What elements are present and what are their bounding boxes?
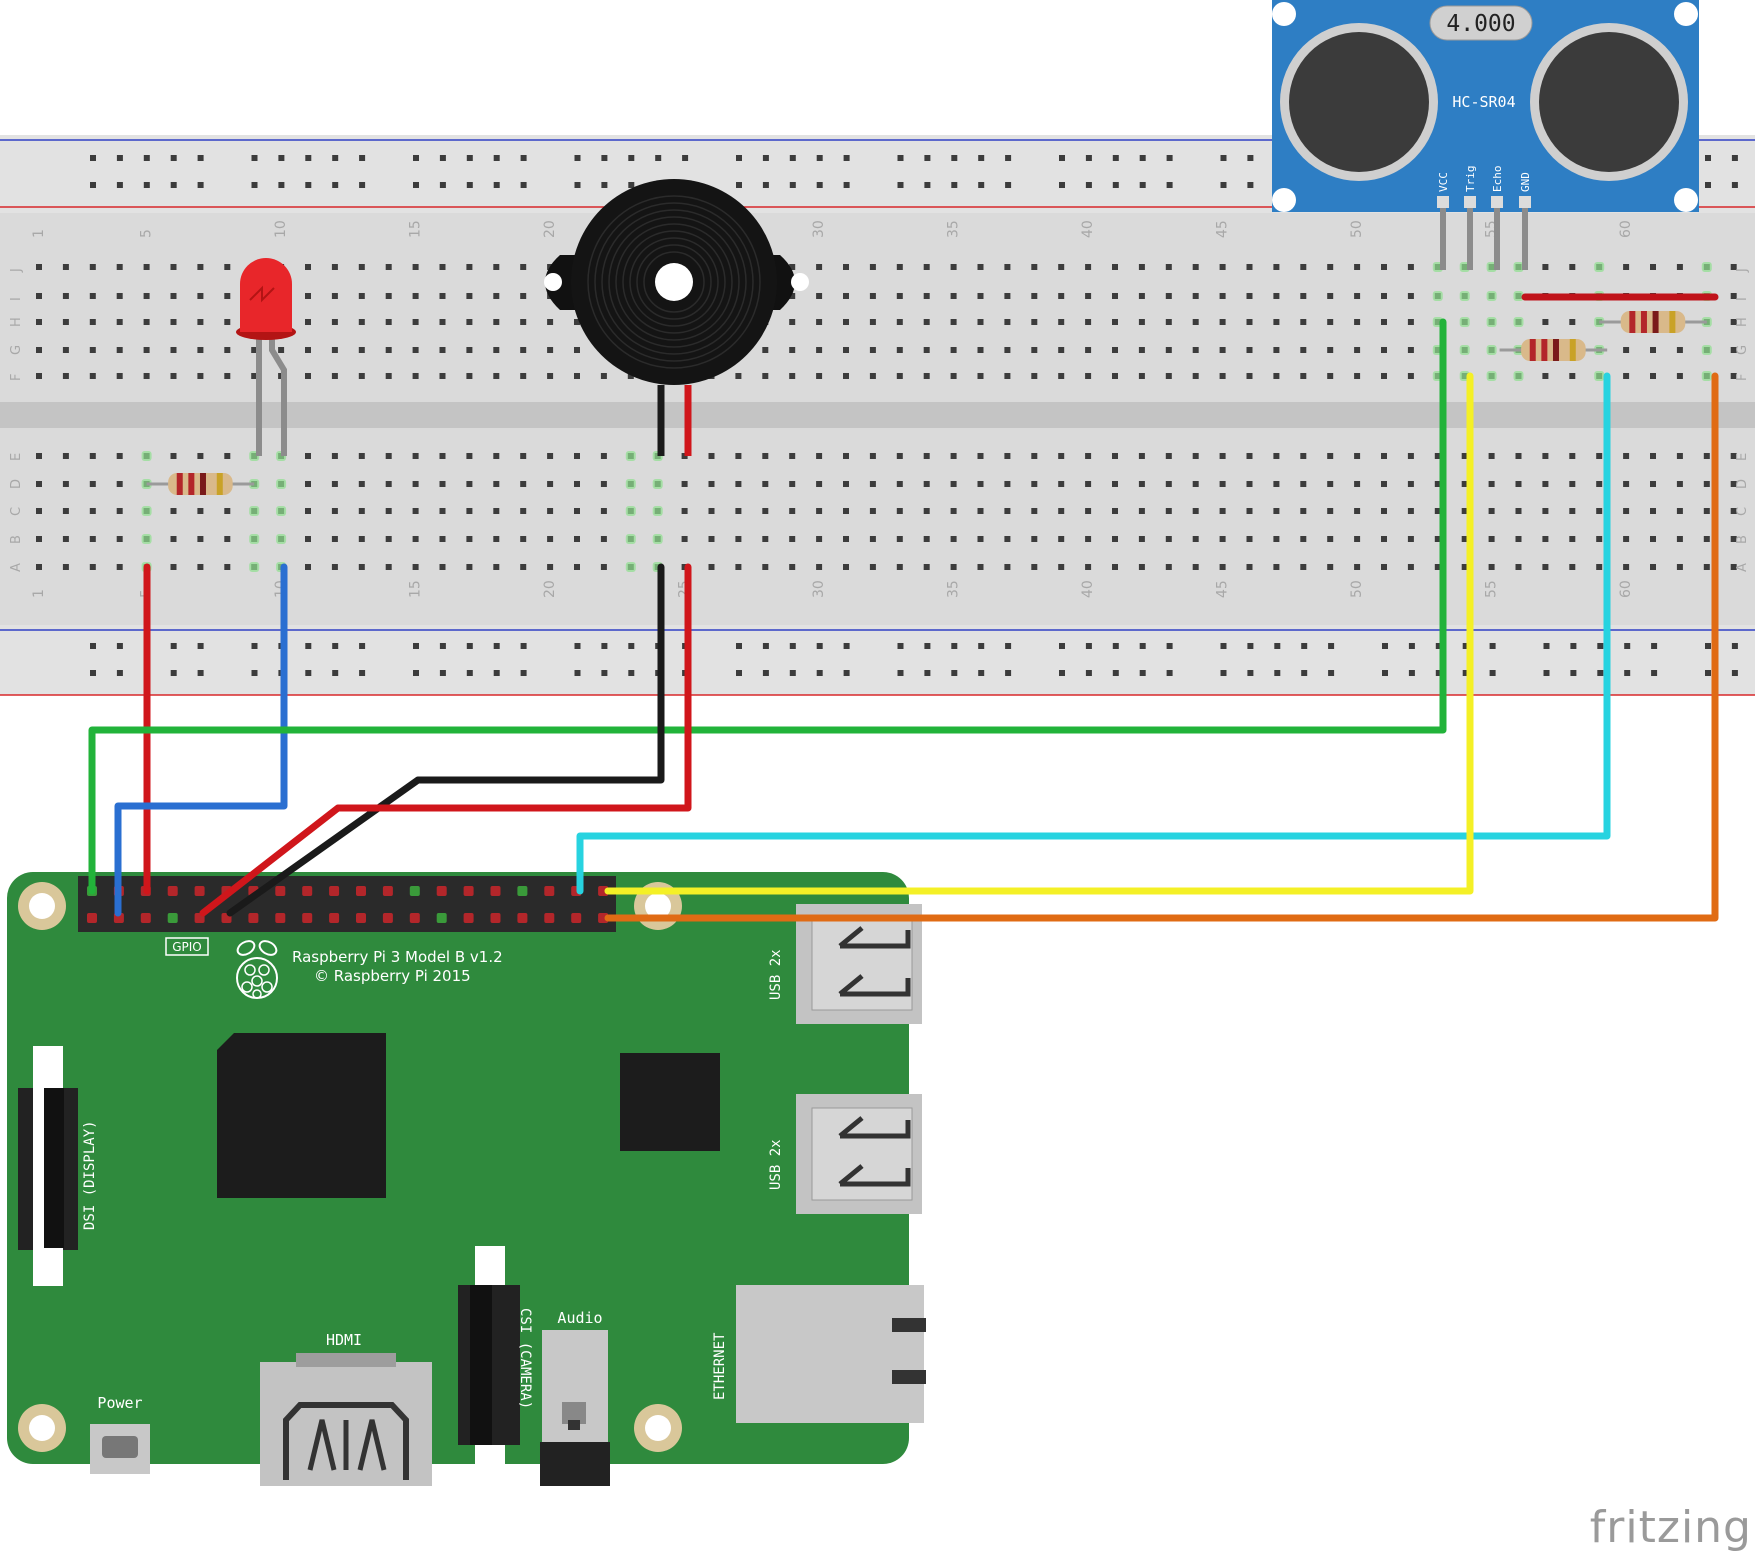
column-number-label: 30 bbox=[811, 580, 827, 598]
row-letter-label: C bbox=[1735, 507, 1750, 516]
wire-red-buzzer bbox=[199, 563, 692, 917]
column-number-label: 60 bbox=[1618, 220, 1634, 238]
column-number-label: 1 bbox=[31, 229, 47, 238]
resistors bbox=[146, 311, 1707, 495]
row-letter-label: E bbox=[9, 453, 24, 461]
row-letter-label: J bbox=[9, 268, 24, 273]
sensor-pin-label: Echo bbox=[1491, 166, 1504, 193]
column-number-label: 10 bbox=[273, 220, 289, 238]
row-letter-label: G bbox=[9, 345, 24, 355]
row-letter-label: F bbox=[9, 374, 24, 381]
sensor-pin-label: GND bbox=[1519, 172, 1532, 192]
column-number-label: 45 bbox=[1215, 580, 1231, 598]
row-letter-label: F bbox=[1735, 374, 1750, 381]
usb-top-label: USB 2x bbox=[768, 949, 784, 1000]
wire-blue-led bbox=[114, 563, 288, 917]
column-number-label: 55 bbox=[1484, 580, 1500, 598]
row-letter-label: H bbox=[1735, 317, 1750, 327]
wires bbox=[88, 293, 1719, 922]
row-letter-label: D bbox=[9, 479, 24, 489]
row-letter-label: E bbox=[1735, 453, 1750, 461]
column-number-label: 1 bbox=[31, 589, 47, 598]
breadboard: 1155101015152020252530303535404045455050… bbox=[0, 135, 1755, 696]
row-letter-label: D bbox=[1735, 479, 1750, 489]
column-number-label: 45 bbox=[1215, 220, 1231, 238]
dsi-label: DSI (DISPLAY) bbox=[82, 1120, 98, 1230]
row-letter-label: H bbox=[9, 317, 24, 327]
csi-label: CSI (CAMERA) bbox=[517, 1308, 533, 1409]
ultrasonic-sensor: 4.000 HC-SR04 VCC Trig Echo GND bbox=[1272, 0, 1699, 270]
ethernet-label: ETHERNET bbox=[712, 1332, 728, 1400]
buzzer bbox=[544, 179, 809, 456]
column-number-label: 35 bbox=[946, 580, 962, 598]
column-number-label: 15 bbox=[408, 580, 424, 598]
row-letter-label: A bbox=[9, 563, 24, 572]
sensor-crystal-label: 4.000 bbox=[1446, 11, 1515, 37]
wire-black-buzzer bbox=[226, 563, 665, 917]
hdmi-label: HDMI bbox=[326, 1331, 362, 1349]
led bbox=[236, 258, 296, 456]
row-letter-label: C bbox=[9, 507, 24, 516]
wire-cyan-echo bbox=[576, 372, 1611, 895]
column-number-label: 30 bbox=[811, 220, 827, 238]
pi-copyright-label: © Raspberry Pi 2015 bbox=[314, 967, 471, 985]
column-number-label: 20 bbox=[542, 220, 558, 238]
column-number-label: 50 bbox=[1349, 580, 1365, 598]
sensor-pins: VCC Trig Echo GND bbox=[1437, 166, 1532, 270]
column-number-label: 5 bbox=[139, 229, 155, 238]
column-number-label: 40 bbox=[1080, 580, 1096, 598]
row-letter-label: B bbox=[1735, 535, 1750, 544]
row-letter-label: B bbox=[9, 535, 24, 544]
raspberry-pi: GPIO Raspberry Pi 3 Model B v1.2 © Raspb… bbox=[7, 872, 926, 1486]
power-label: Power bbox=[97, 1394, 142, 1412]
wire-green-vcc bbox=[88, 318, 1447, 895]
wire-orange-gnd bbox=[604, 372, 1719, 922]
audio-label: Audio bbox=[557, 1309, 602, 1327]
sensor-pin-label: VCC bbox=[1437, 172, 1450, 192]
column-number-label: 50 bbox=[1349, 220, 1365, 238]
column-number-label: 60 bbox=[1618, 580, 1634, 598]
row-letter-label: A bbox=[1735, 563, 1750, 572]
pi-model-label: Raspberry Pi 3 Model B v1.2 bbox=[292, 948, 503, 966]
buzzer-rings bbox=[587, 195, 761, 369]
wire-yellow-trig bbox=[604, 372, 1474, 895]
row-letter-label: J bbox=[1735, 268, 1750, 273]
raspberry-logo-icon bbox=[236, 940, 278, 999]
fritzing-watermark: fritzing bbox=[1590, 1502, 1752, 1553]
row-letter-label: I bbox=[1735, 297, 1750, 301]
gpio-label: GPIO bbox=[172, 940, 202, 954]
column-number-label: 20 bbox=[542, 580, 558, 598]
column-number-label: 40 bbox=[1080, 220, 1096, 238]
usb-bottom-label: USB 2x bbox=[768, 1139, 784, 1190]
column-number-label: 35 bbox=[946, 220, 962, 238]
sensor-name-label: HC-SR04 bbox=[1452, 93, 1515, 111]
row-letter-label: G bbox=[1735, 345, 1750, 355]
column-number-label: 15 bbox=[408, 220, 424, 238]
row-letter-label: I bbox=[9, 297, 24, 301]
sensor-pin-label: Trig bbox=[1464, 166, 1477, 193]
